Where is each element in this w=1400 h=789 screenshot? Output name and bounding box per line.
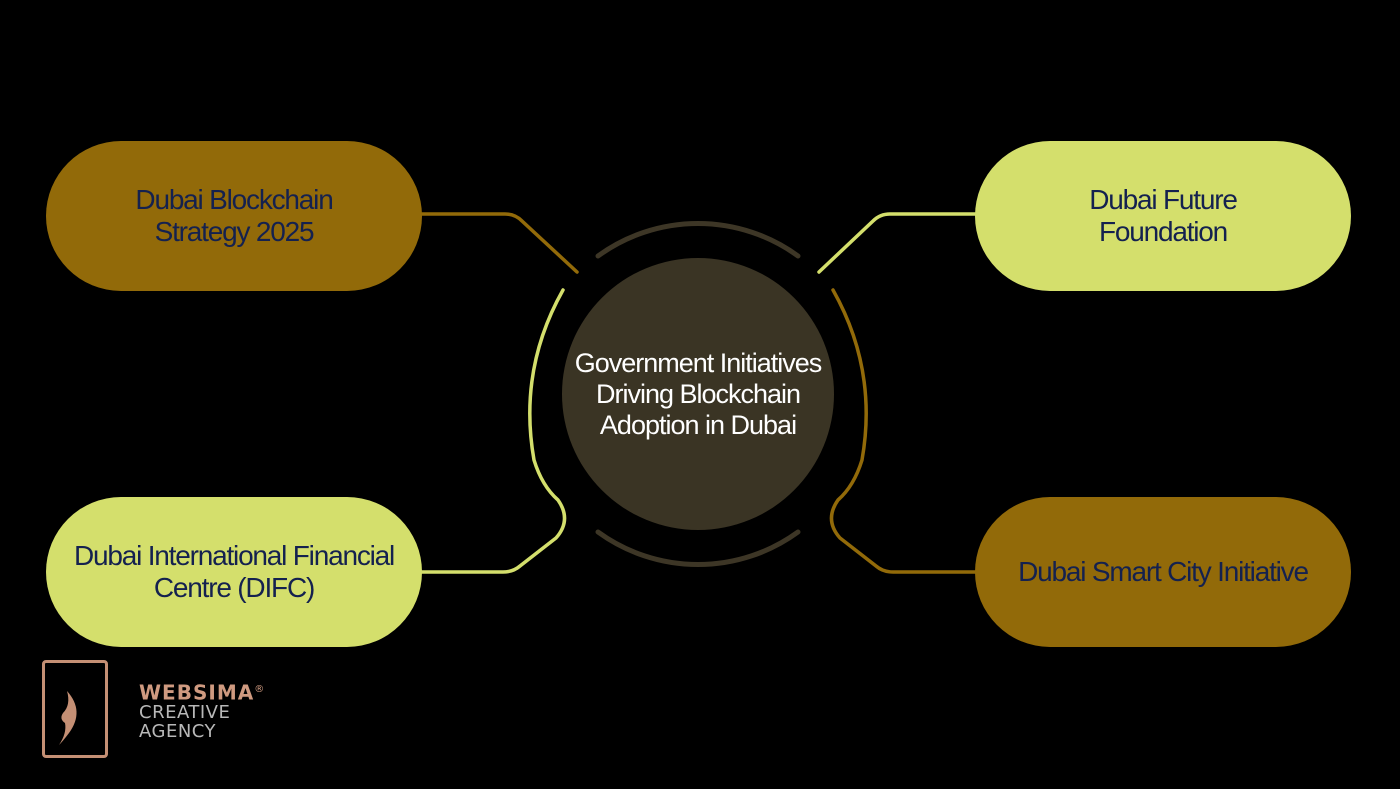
node-dubai-future-foundation: Dubai Future Foundation <box>975 141 1351 291</box>
logo-line1: CREATIVE <box>139 701 231 723</box>
bottom-arc <box>595 529 801 568</box>
logo-mark-icon <box>42 660 108 758</box>
node-label: Dubai International Financial Centre (DI… <box>73 540 395 603</box>
registered-mark: ® <box>254 684 266 695</box>
logo-brand: WEBSIMA <box>139 680 255 705</box>
connector-top-left <box>418 212 579 274</box>
connector-bottom-left <box>418 288 567 574</box>
node-label: Dubai Smart City Initiative <box>1018 556 1309 587</box>
central-topic: Government Initiatives Driving Blockchai… <box>562 258 834 530</box>
central-topic-label: Government Initiatives Driving Blockchai… <box>574 347 823 440</box>
node-difc: Dubai International Financial Centre (DI… <box>46 497 422 647</box>
node-dubai-blockchain-strategy: Dubai Blockchain Strategy 2025 <box>46 141 422 291</box>
connector-top-right <box>817 212 978 274</box>
node-label: Dubai Future Foundation <box>1089 184 1238 247</box>
top-arc <box>595 220 801 259</box>
connector-bottom-right <box>829 288 978 574</box>
node-dubai-smart-city: Dubai Smart City Initiative <box>975 497 1351 647</box>
logo-line2: AGENCY <box>139 720 217 742</box>
node-label: Dubai Blockchain Strategy 2025 <box>135 184 333 247</box>
